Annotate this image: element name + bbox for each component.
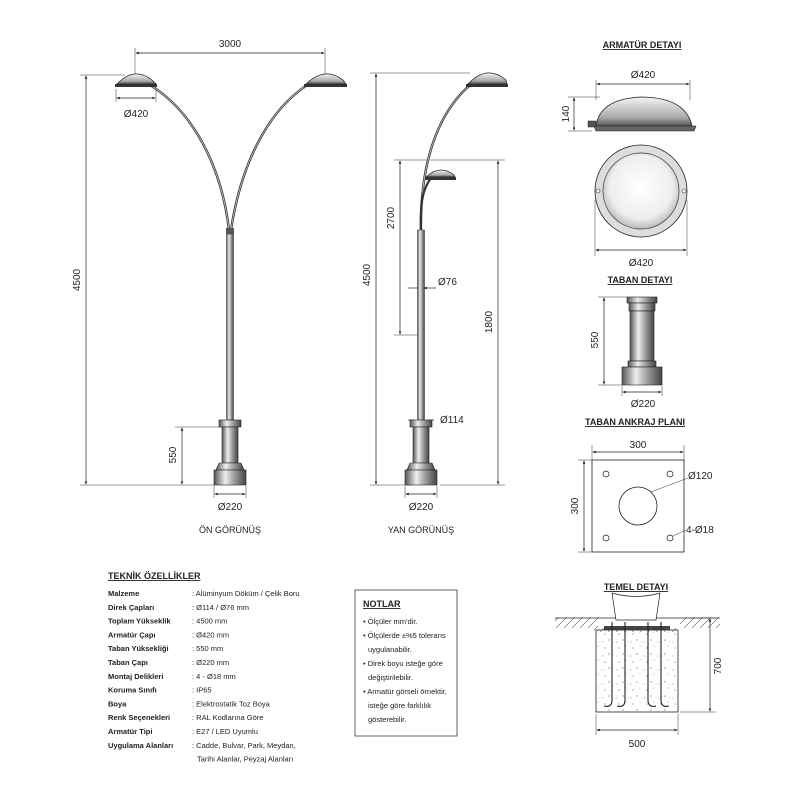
foundation-title: TEMEL DETAYI — [604, 582, 668, 592]
side-upper-pipe-label: Ø76 — [438, 277, 457, 288]
specs-title: TEKNİK ÖZELLİKLER — [108, 571, 201, 581]
luminaire-bottom-dia-label: Ø420 — [629, 258, 654, 269]
spec-label: Taban Yüksekliği — [108, 644, 169, 653]
notes-box: NOTLAR • Ölçüler mm'dir. • Ölçülerde ±%5 … — [354, 589, 458, 737]
base-detail-shaft — [629, 310, 655, 362]
specs-rows: Malzeme : Alüminyum Döküm / Çelik BoruDir… — [108, 589, 300, 764]
foundation-depth-label: 700 — [713, 657, 724, 674]
spec-label: Uygulama Alanları — [108, 741, 173, 750]
anchor-plan: TABAN ANKRAJ PLANI 300 300 Ø120 4-Ø18 — [570, 417, 714, 553]
luminaire-plan-inner — [602, 152, 680, 230]
note-line: gösterebilir. — [368, 715, 406, 724]
luminaire-detail-title: ARMATÜR DETAYI — [603, 40, 682, 50]
spec-label: Direk Çapları — [108, 603, 154, 612]
note-line: • Ölçüler mm'dir. — [363, 617, 417, 626]
spec-value: : Cadde, Bulvar, Park, Meydan, — [192, 741, 296, 750]
side-lower-luminaire — [425, 169, 456, 180]
anchor-bolt-hole — [602, 470, 610, 478]
note-line: • Ölçülerde ±%5 tolerans — [363, 631, 446, 640]
front-left-luminaire — [115, 73, 157, 87]
spec-label: Montaj Delikleri — [108, 672, 163, 681]
spec-value: : 4 - Ø18 mm — [192, 672, 236, 681]
spec-label: Renk Seçenekleri — [108, 713, 170, 722]
anchor-bolt-hole — [666, 470, 674, 478]
spec-label: Koruma Sınıfı — [108, 686, 157, 695]
front-base — [213, 419, 247, 486]
anchor-bolts-label: 4-Ø18 — [686, 525, 714, 536]
anchor-bolt-hole — [602, 534, 610, 542]
note-line: isteğe göre farklılık — [368, 701, 431, 710]
note-line: • Direk boyu isteğe göre — [363, 659, 443, 668]
luminaire-top-dia-label: Ø420 — [631, 70, 656, 81]
anchor-height-label: 300 — [570, 497, 581, 514]
spec-value: : 4500 mm — [192, 617, 227, 626]
anchor-center-hole — [618, 486, 658, 526]
base-detail-title: TABAN DETAYI — [608, 275, 673, 285]
side-upper-luminaire — [466, 72, 508, 87]
notes-title: NOTLAR — [363, 599, 401, 609]
spec-label: Boya — [108, 699, 127, 708]
note-line: değiştirilebilir. — [368, 673, 413, 682]
foundation-concrete — [595, 629, 679, 713]
spec-label: Malzeme — [108, 589, 139, 598]
side-pole — [417, 229, 425, 421]
front-coupling — [226, 228, 234, 234]
spec-value: : Ø220 mm — [192, 658, 229, 667]
spec-value: : Ø114 / Ø76 mm — [192, 603, 249, 612]
front-left-arm — [144, 80, 231, 231]
base-detail-dia-label: Ø220 — [631, 399, 656, 410]
notes-lines: • Ölçüler mm'dir. • Ölçülerde ±%5 toleran… — [363, 617, 447, 724]
front-lamp-dia-label: Ø420 — [124, 109, 149, 120]
front-height-label: 4500 — [72, 268, 83, 291]
spec-value: : RAL Kodlarına Göre — [192, 713, 263, 722]
side-height-label: 4500 — [362, 263, 373, 286]
front-view-caption: ÖN GÖRÜNÜŞ — [199, 525, 261, 535]
base-detail: TABAN DETAYI 550 Ø220 — [590, 275, 672, 410]
spec-label: Toplam Yükseklik — [108, 617, 171, 626]
spec-label: Taban Çapı — [108, 658, 148, 667]
base-detail-height-label: 550 — [590, 331, 601, 348]
spec-label: Armatür Tipi — [108, 727, 152, 736]
luminaire-dome — [595, 96, 693, 127]
front-base-dimension: 550 — [168, 426, 220, 485]
front-height-dimension: 4500 — [72, 74, 215, 486]
spec-label: Armatür Çapı — [108, 630, 156, 639]
foundation-width-label: 500 — [629, 739, 646, 750]
spec-value: : IP65 — [192, 686, 212, 695]
front-span-dimension: 3000 — [134, 39, 326, 76]
spec-value: Tarihi Alanlar, Peyzaj Alanları — [197, 755, 293, 764]
side-arm-height-label: 2700 — [386, 206, 397, 229]
anchor-plan-title: TABAN ANKRAJ PLANI — [585, 417, 685, 427]
anchor-width-label: 300 — [630, 440, 647, 451]
spec-value: : Ø420 mm — [192, 630, 229, 639]
side-base-dia-label: Ø220 — [409, 502, 434, 513]
note-line: uygulanabilir. — [368, 645, 412, 654]
front-right-arm — [229, 80, 313, 231]
front-pole — [226, 233, 234, 421]
side-view: 4500 2700 1800 Ø76 Ø114 — [362, 72, 508, 535]
front-right-luminaire — [304, 73, 347, 87]
front-view: 3000 4500 550 Ø4 — [72, 39, 347, 535]
side-base — [404, 419, 438, 486]
specs-table: TEKNİK ÖZELLİKLER Malzeme : Alüminyum Dök… — [108, 571, 300, 764]
front-base-height-label: 550 — [168, 446, 179, 463]
spec-value: : 550 mm — [192, 644, 223, 653]
side-lower-arm — [419, 177, 432, 233]
anchor-hole-label: Ø120 — [688, 471, 713, 482]
side-mid-height-label: 1800 — [484, 310, 495, 333]
side-view-caption: YAN GÖRÜNÜŞ — [388, 525, 454, 535]
luminaire-height-label: 140 — [561, 105, 572, 122]
spec-value: : E27 / LED Uyumlu — [192, 727, 258, 736]
foundation-detail: TEMEL DETAYI 700 500 — [555, 582, 724, 750]
front-span-label: 3000 — [219, 39, 242, 50]
luminaire-detail: ARMATÜR DETAYI Ø420 140 Ø420 — [561, 40, 697, 269]
note-line: • Armatür görseli örnektir, — [363, 687, 447, 696]
anchor-bolt-hole — [666, 534, 674, 542]
front-base-dia-label: Ø220 — [218, 502, 243, 513]
side-lower-pipe-label: Ø114 — [440, 415, 464, 426]
spec-value: : Elektrostatik Toz Boya — [192, 699, 271, 708]
spec-value: : Alüminyum Döküm / Çelik Boru — [192, 589, 300, 598]
